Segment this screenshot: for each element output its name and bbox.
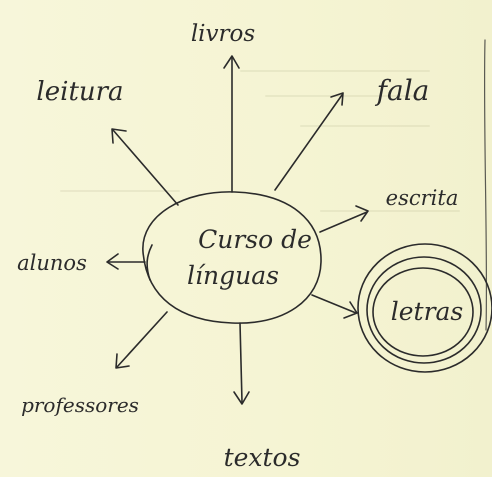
arrow-to-letras — [311, 294, 358, 319]
node-livros: livros — [191, 21, 256, 47]
center-label-line1: Curso de — [198, 225, 312, 254]
node-fala: fala — [375, 74, 430, 107]
node-escrita: escrita — [386, 186, 459, 210]
arrow-to-textos — [233, 322, 250, 405]
show-through-line — [300, 125, 430, 127]
show-through-line — [240, 70, 430, 72]
arrow-to-livros — [223, 55, 240, 193]
center-ellipse — [142, 191, 322, 324]
show-through-line — [60, 190, 180, 192]
node-professores: professores — [21, 393, 139, 417]
node-textos: textos — [224, 443, 301, 472]
node-letras: letras — [391, 297, 464, 326]
page-edge-line — [483, 39, 488, 331]
center-ellipse-stroke — [146, 244, 153, 281]
center-label-line2: línguas — [187, 261, 279, 290]
arrow-to-leitura — [111, 128, 179, 206]
show-through-line — [265, 95, 415, 97]
node-alunos: alunos — [17, 251, 87, 275]
arrow-to-alunos — [106, 253, 146, 270]
arrow-to-escrita — [319, 205, 369, 233]
arrow-to-fala — [274, 92, 344, 191]
node-leitura: leitura — [36, 77, 123, 107]
show-through-line — [320, 210, 460, 212]
letras-rings — [357, 243, 492, 373]
arrow-to-professores — [115, 311, 168, 369]
